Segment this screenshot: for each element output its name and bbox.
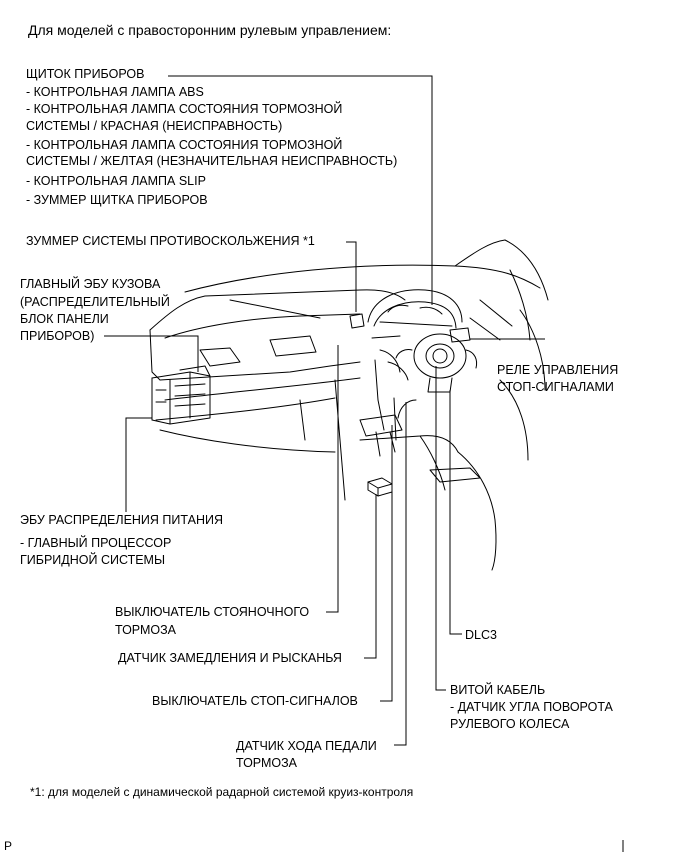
instrument-cluster-drawing — [367, 289, 463, 339]
leader-spiral-cable — [435, 366, 446, 691]
leader-yaw-sensor — [364, 494, 377, 659]
label-hybrid-processor: ГИБРИДНОЙ СИСТЕМЫ — [20, 553, 166, 567]
label-yaw-sensor: ДАТЧИК ЗАМЕДЛЕНИЯ И РЫСКАНЬЯ — [118, 651, 342, 665]
label-meter-item: - КОНТРОЛЬНАЯ ЛАМПА SLIP — [26, 174, 206, 188]
spiral-cable-drawing — [432, 348, 448, 364]
label-pedal-sensor: ДАТЧИК ХОДА ПЕДАЛИ — [236, 739, 377, 753]
center-console-drawing — [334, 299, 546, 571]
label-pedal-sensor: ТОРМОЗА — [236, 756, 298, 770]
dashboard-outline — [149, 289, 406, 421]
stop-relay-drawing — [449, 327, 471, 343]
label-combination-meter: ЩИТОК ПРИБОРОВ — [26, 67, 145, 81]
windshield-outline — [184, 239, 549, 341]
label-dlc3: DLC3 — [465, 628, 497, 642]
label-stop-relay: РЕЛЕ УПРАВЛЕНИЯ — [497, 363, 619, 377]
leader-combination-meter — [168, 75, 433, 305]
body-ecu-drawing — [151, 365, 211, 425]
leader-stop-switch — [380, 425, 393, 702]
label-steering-sensor: - ДАТЧИК УГЛА ПОВОРОТА — [450, 700, 613, 714]
label-power-ecu: ЭБУ РАСПРЕДЕЛЕНИЯ ПИТАНИЯ — [20, 513, 223, 527]
leader-skid-buzzer — [346, 241, 357, 312]
label-meter-item: - КОНТРОЛЬНАЯ ЛАМПА ABS — [26, 85, 204, 99]
label-meter-item: СИСТЕМЫ / КРАСНАЯ (НЕИСПРАВНОСТЬ) — [26, 119, 283, 133]
label-spiral-cable: ВИТОЙ КАБЕЛЬ — [450, 683, 546, 697]
label-parking-brake: ВЫКЛЮЧАТЕЛЬ СТОЯНОЧНОГО — [115, 605, 310, 619]
leader-parking-brake — [326, 345, 339, 613]
leader-pedal-sensor — [394, 402, 407, 746]
label-body-ecu: ПРИБОРОВ) — [20, 329, 95, 343]
label-body-ecu: (РАСПРЕДЕЛИТЕЛЬНЫЙ — [20, 295, 170, 309]
corner-mark: P — [4, 839, 13, 853]
leader-power-ecu — [125, 417, 152, 512]
label-parking-brake: ТОРМОЗА — [115, 623, 177, 637]
label-body-ecu: ГЛАВНЫЙ ЭБУ КУЗОВА — [20, 277, 161, 291]
yaw-sensor-drawing — [367, 477, 393, 497]
skid-buzzer-drawing — [349, 313, 365, 329]
leader-body-ecu — [104, 335, 199, 372]
column-pedal-drawing — [359, 349, 417, 457]
label-meter-item: - КОНТРОЛЬНАЯ ЛАМПА СОСТОЯНИЯ ТОРМОЗНОЙ — [26, 102, 343, 116]
label-hybrid-processor: - ГЛАВНЫЙ ПРОЦЕССОР — [20, 536, 172, 550]
label-stop-switch: ВЫКЛЮЧАТЕЛЬ СТОП-СИГНАЛОВ — [152, 694, 358, 708]
steering-wheel-drawing — [395, 333, 478, 393]
label-skid-buzzer: ЗУММЕР СИСТЕМЫ ПРОТИВОСКОЛЬЖЕНИЯ *1 — [26, 234, 315, 248]
footnote: *1: для моделей с динамической радарной … — [30, 785, 414, 799]
label-meter-item: - ЗУММЕР ЩИТКА ПРИБОРОВ — [26, 193, 208, 207]
label-steering-sensor: РУЛЕВОГО КОЛЕСА — [450, 717, 570, 731]
label-meter-item: СИСТЕМЫ / ЖЕЛТАЯ (НЕЗНАЧИТЕЛЬНАЯ НЕИСПРА… — [26, 154, 398, 168]
label-stop-relay: СТОП-СИГНАЛАМИ — [497, 380, 614, 394]
label-meter-item: - КОНТРОЛЬНАЯ ЛАМПА СОСТОЯНИЯ ТОРМОЗНОЙ — [26, 138, 343, 152]
leader-lines — [104, 75, 545, 746]
label-body-ecu: БЛОК ПАНЕЛИ — [20, 312, 109, 326]
page-title: Для моделей с правосторонним рулевым упр… — [28, 22, 392, 38]
leader-dlc3 — [449, 390, 462, 635]
